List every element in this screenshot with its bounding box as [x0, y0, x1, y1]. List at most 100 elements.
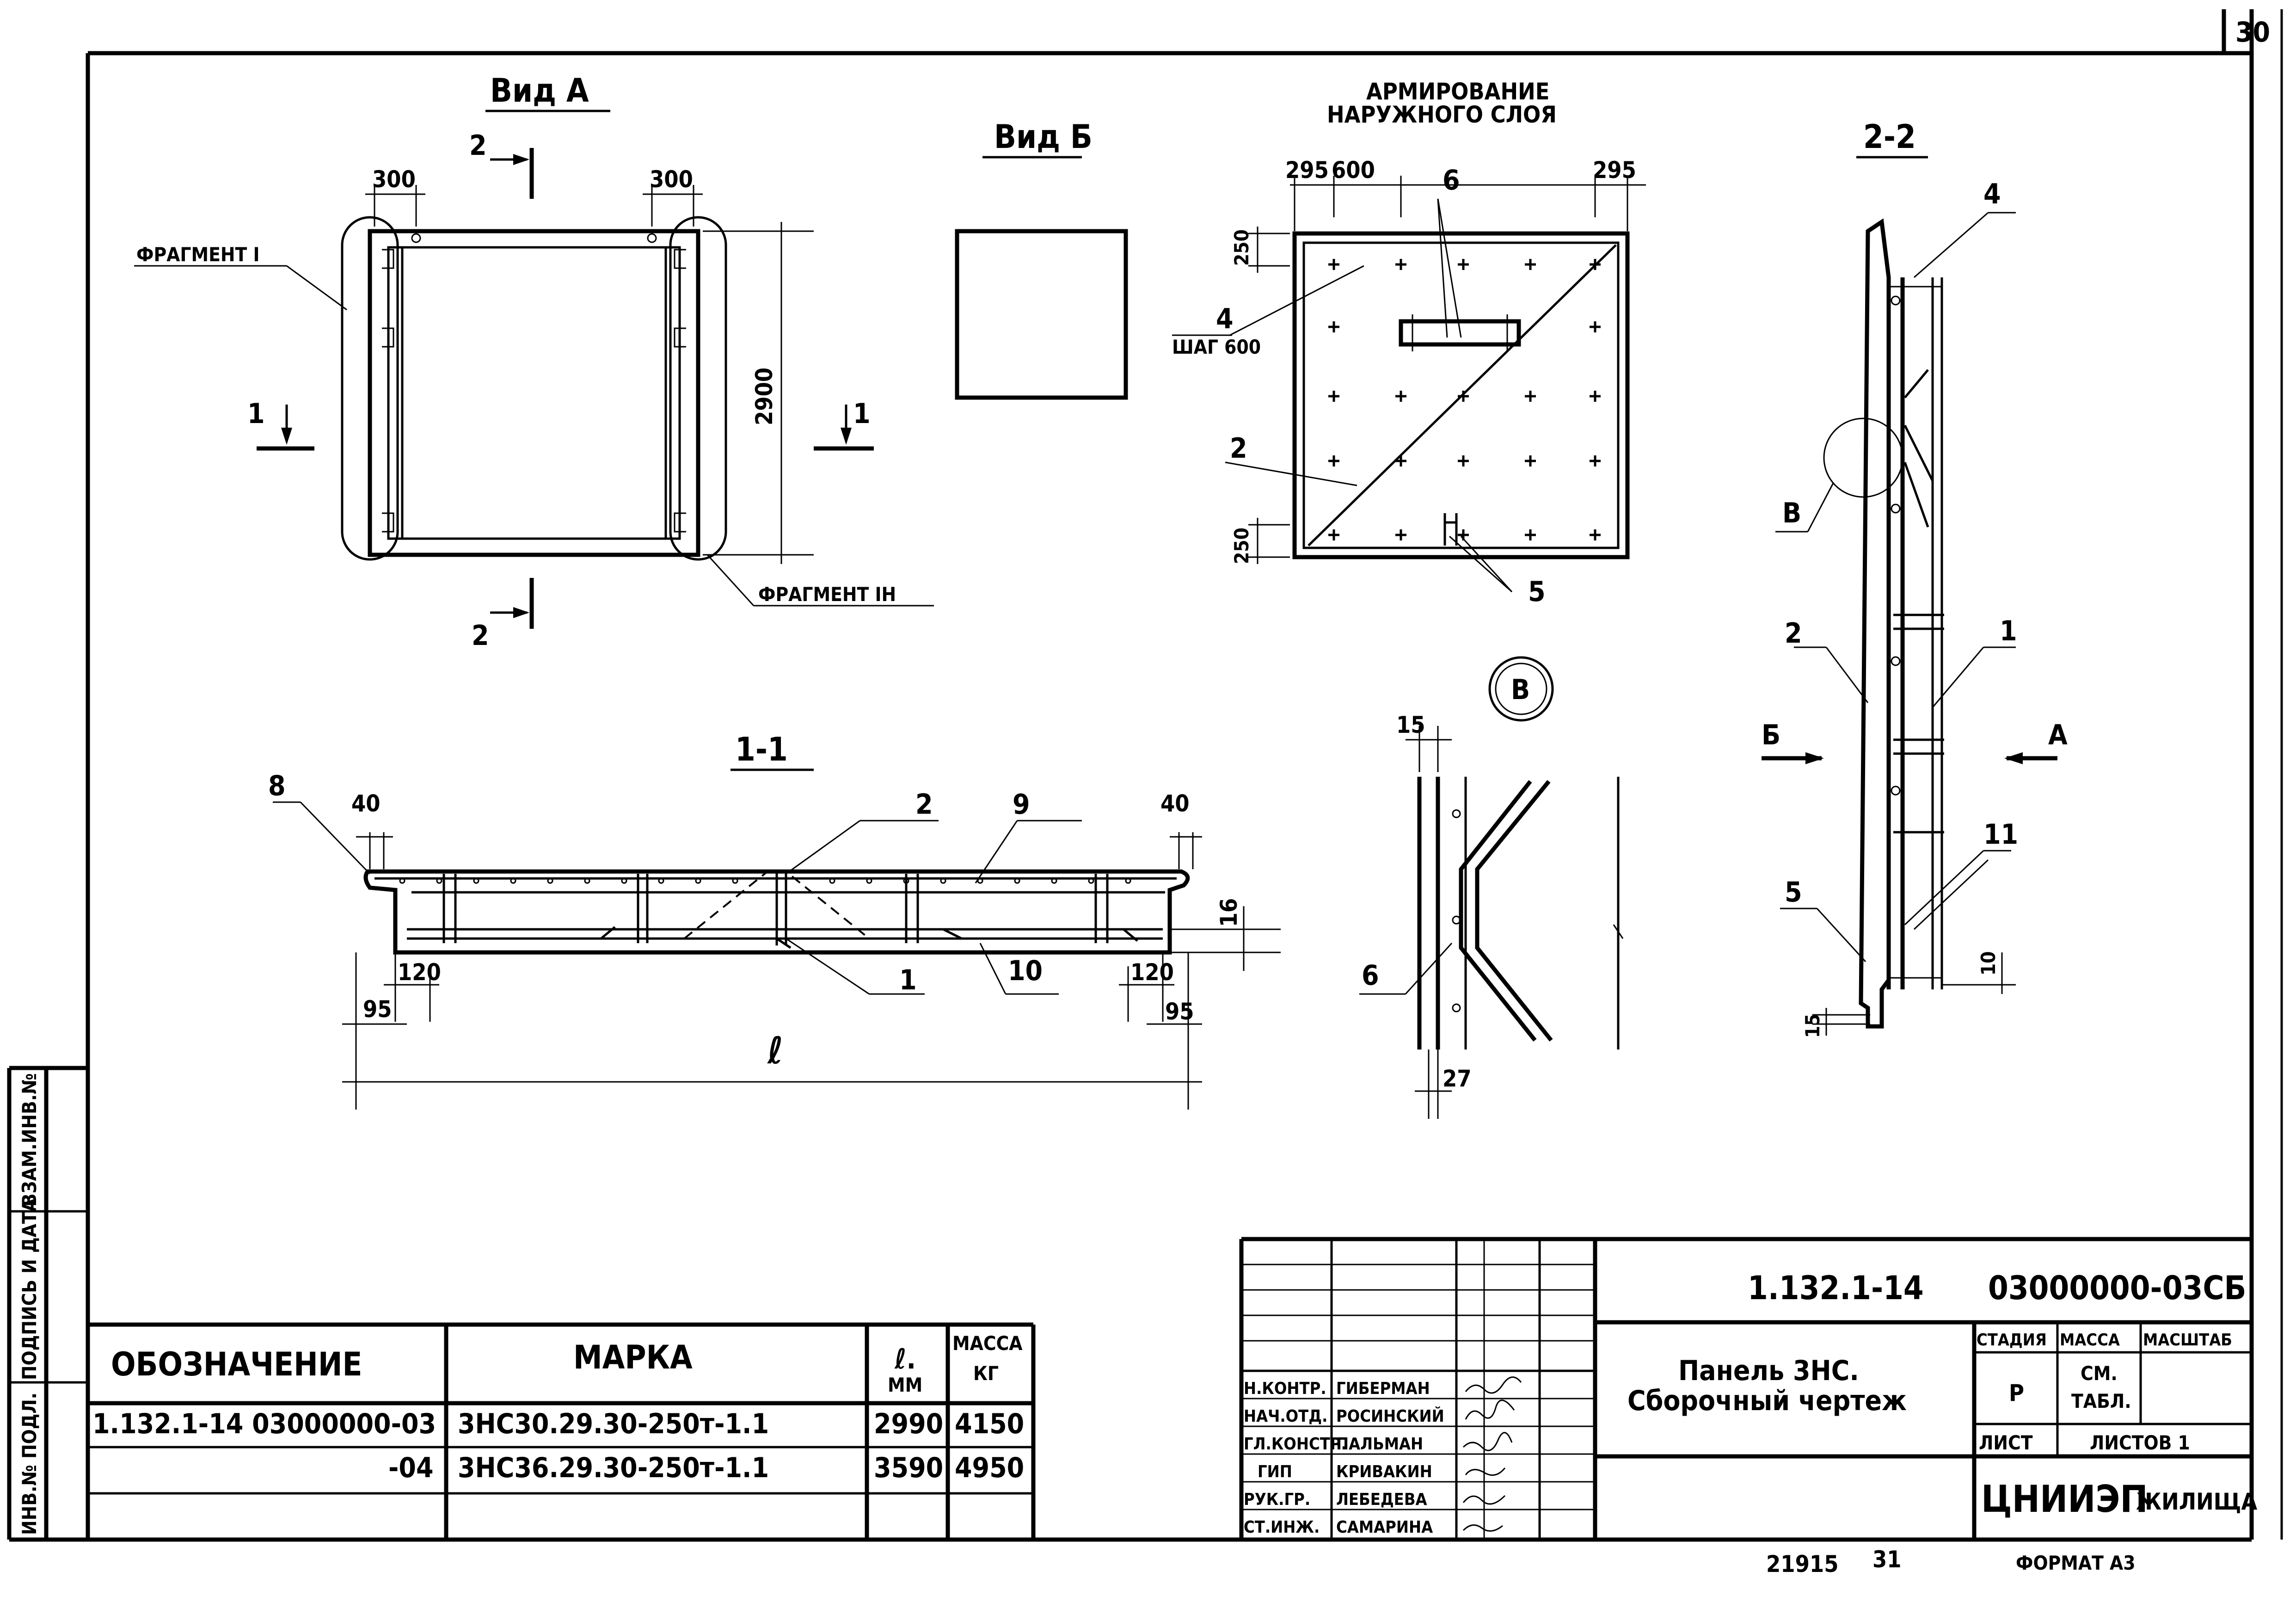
section-2-2-label-5: 5: [1785, 876, 1802, 908]
signature-role: НАЧ.ОТД.: [1244, 1407, 1327, 1426]
side-stamp-original-inventory: ИНВ.№ ПОДЛ.: [18, 1393, 41, 1535]
reinforcement-title-2: НАРУЖНОГО СЛОЯ: [1327, 101, 1557, 128]
section-2-2-label-2: 2: [1785, 617, 1802, 650]
section-2-2-view-b: Б: [1762, 719, 1780, 751]
reinforcement-dim-250-bottom: 250: [1230, 528, 1253, 564]
reinforcement-dim-600: 600: [1332, 157, 1375, 184]
side-stamp-replaced-inventory: ВЗАМ.ИНВ.№: [18, 1073, 41, 1207]
section-2-2-label-b: В: [1782, 497, 1801, 529]
reinforcement-dim-250-top: 250: [1230, 229, 1253, 266]
doc-name-line-1: Панель 3НС.: [1678, 1355, 1859, 1387]
section-1-1-dim-120-right: 120: [1130, 959, 1174, 986]
spec-row-2-mark: 3НС36.29.30-250т-1.1: [458, 1452, 769, 1484]
view-a-section-1-right: 1: [853, 398, 871, 430]
signature-role: Н.КОНТР.: [1244, 1379, 1326, 1398]
signature-role: ГИП: [1258, 1462, 1292, 1481]
view-b: Вид Б: [955, 118, 1128, 400]
section-1-1-dim-40-left: 40: [351, 790, 381, 817]
signature-name: ГИБЕРМАН: [1336, 1379, 1430, 1398]
view-a-section-2-bottom: 2: [472, 620, 489, 652]
section-2-2-dim-10: 10: [1977, 951, 2000, 976]
mass-header: МАССА: [2060, 1331, 2120, 1350]
section-1-1-label-9: 9: [1013, 788, 1030, 821]
reinforcement-dim-295-left: 295: [1285, 157, 1329, 184]
section-1-1-label-8: 8: [268, 770, 286, 802]
spec-header-designation: ОБОЗНАЧЕНИЕ: [111, 1345, 362, 1383]
mass-value-1: СМ.: [2081, 1362, 2118, 1385]
signature-role: ГЛ.КОНСТР.: [1244, 1435, 1347, 1454]
section-1-1-dim-40-right: 40: [1160, 790, 1190, 817]
spec-row-2-length: 3590: [874, 1452, 943, 1484]
sheet-label: ЛИСТ: [1979, 1431, 2033, 1454]
detail-b: В 15 27 6: [1359, 656, 1624, 1119]
reinforcement-label-4: 4: [1216, 303, 1234, 335]
section-1-1-length: ℓ: [767, 1029, 783, 1072]
spec-row-1-length: 2990: [874, 1408, 943, 1440]
signature-role: РУК.ГР.: [1244, 1490, 1310, 1509]
section-1-1-dim-95-right: 95: [1165, 998, 1194, 1025]
sheet-format: ФОРМАТ А3: [2016, 1552, 2136, 1574]
sheets-label: ЛИСТОВ 1: [2090, 1431, 2190, 1454]
spec-row-1-designation: 1.132.1-14 03000000-03: [92, 1408, 436, 1440]
doc-number: 03000000-03СБ: [1988, 1269, 2247, 1307]
spec-table: ОБОЗНАЧЕНИЕ МАРКА ℓ. ММ МАССА КГ 1.132.1…: [88, 1322, 1036, 1540]
spec-row-2-designation: -04: [388, 1452, 434, 1484]
stage-value: Р: [2009, 1380, 2024, 1406]
view-a-section-1-left: 1: [247, 398, 265, 430]
spec-header-mass: МАССА: [952, 1332, 1023, 1355]
section-1-1-title: 1-1: [735, 730, 788, 768]
spec-row-2-mass: 4950: [955, 1452, 1024, 1484]
reinforcement-label-2: 2: [1230, 432, 1247, 465]
spec-header-mass-unit: КГ: [973, 1362, 999, 1385]
section-1-1-label-2: 2: [915, 788, 933, 821]
view-a-dim-right: 300: [650, 166, 693, 193]
footer-left-number: 21915: [1766, 1551, 1839, 1577]
reinforcement-step: ШАГ 600: [1172, 336, 1261, 358]
signature-name: РОСИНСКИЙ: [1336, 1406, 1444, 1426]
side-stamp: [7, 1066, 90, 1540]
signature-role: СТ.ИНЖ.: [1244, 1518, 1320, 1537]
reinforcement-dim-295-right: 295: [1593, 157, 1636, 184]
signature-name: ПАЛЬМАН: [1336, 1435, 1423, 1454]
doc-code: 1.132.1-14: [1748, 1269, 1924, 1307]
signature-rows: Н.КОНТР. ГИБЕРМАН НАЧ.ОТД. РОСИНСКИЙ ГЛ.…: [1244, 1379, 1444, 1537]
reinforcement-plus-grid: [1328, 259, 1601, 540]
view-a-dim-left: 300: [372, 166, 416, 193]
reinforcement-title-1: АРМИРОВАНИЕ: [1366, 78, 1550, 105]
stage-header: СТАДИЯ: [1977, 1331, 2047, 1350]
title-block: Н.КОНТР. ГИБЕРМАН НАЧ.ОТД. РОСИНСКИЙ ГЛ.…: [1239, 1237, 2257, 1540]
view-a-fragment-left: ФРАГМЕНТ I: [136, 243, 260, 266]
section-2-2: 2-2 В 4 2 1 11 5: [1762, 118, 2068, 1038]
signature-name: ЛЕБЕДЕВА: [1336, 1490, 1427, 1509]
section-1-1-dim-16: 16: [1216, 898, 1242, 927]
section-1-1: 1-1 8 2 9: [268, 730, 1281, 1110]
view-a: Вид А 300 300 2900: [134, 72, 934, 652]
section-2-2-view-a: А: [2048, 719, 2068, 751]
detail-b-dim-15: 15: [1396, 712, 1425, 738]
mass-value-2: ТАБЛ.: [2071, 1390, 2131, 1412]
section-2-2-label-11: 11: [1983, 818, 2018, 851]
signature-name: КРИВАКИН: [1336, 1462, 1432, 1481]
detail-b-dim-27: 27: [1443, 1065, 1472, 1092]
section-1-1-dim-95-left: 95: [363, 996, 392, 1023]
view-a-title: Вид А: [490, 72, 589, 110]
doc-name-line-2: Сборочный чертеж: [1627, 1385, 1907, 1417]
handwritten-signatures: [1462, 1376, 1522, 1532]
view-b-title: Вид Б: [994, 118, 1093, 156]
organization-suffix: ЖИЛИЩА: [2136, 1488, 2257, 1515]
organization-logo: ЦНИИЭП: [1981, 1478, 2148, 1521]
section-1-1-label-10: 10: [1008, 955, 1043, 987]
section-1-1-label-1: 1: [899, 964, 917, 996]
spec-header-length: ℓ.: [894, 1343, 916, 1375]
spec-row-1-mass: 4150: [955, 1408, 1024, 1440]
view-a-section-2-top: 2: [469, 129, 487, 162]
section-1-1-dim-120-left: 120: [398, 959, 441, 986]
detail-b-label-6: 6: [1362, 959, 1379, 992]
reinforcement-label-5: 5: [1528, 576, 1546, 608]
corner-page-number: 30: [2235, 16, 2270, 49]
section-2-2-label-1: 1: [2000, 615, 2017, 647]
signature-name: САМАРИНА: [1336, 1518, 1433, 1537]
side-stamp-signature-date: ПОДПИСЬ И ДАТА: [18, 1198, 41, 1380]
reinforcement-label-6: 6: [1443, 164, 1460, 196]
